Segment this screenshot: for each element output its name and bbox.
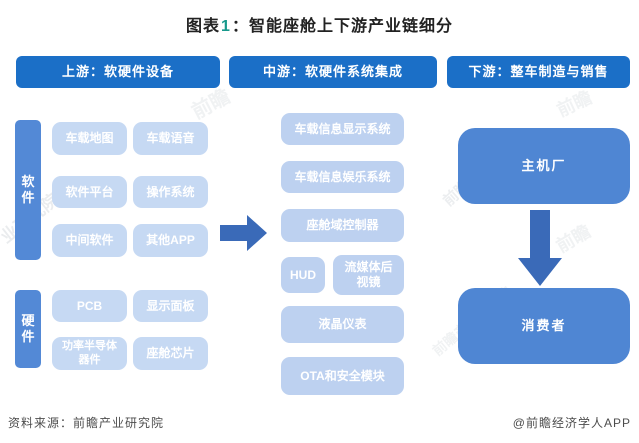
- node-midstream-item: 车载信息显示系统: [281, 113, 404, 145]
- node-software-item: 软件平台: [52, 176, 127, 208]
- credit-note: @前瞻经济学人APP: [512, 416, 631, 430]
- flow-arrow-right-icon: [220, 215, 267, 251]
- node-label: 车载地图: [65, 131, 114, 145]
- node-software-item: 车载地图: [52, 122, 127, 155]
- flow-arrow-down-icon: [518, 210, 562, 286]
- node-label: 液晶仪表: [318, 317, 367, 331]
- node-midstream-item: 流媒体后视镜: [333, 255, 404, 295]
- title-text: ：智能座舱上下游产业链细分: [231, 18, 453, 35]
- node-software-item: 车载语音: [133, 122, 208, 155]
- node-software-item: 操作系统: [133, 176, 208, 208]
- group-label-hardware: 硬件: [15, 290, 41, 368]
- node-label: 显示面板: [146, 298, 195, 313]
- node-label: OTA和安全模块: [300, 368, 385, 383]
- node-label: HUD: [290, 267, 316, 282]
- header-downstream-label: 下游：整车制造与销售: [468, 63, 609, 79]
- header-midstream: 中游：软硬件系统集成: [229, 56, 437, 88]
- node-hardware-item: PCB: [52, 290, 127, 322]
- node-hardware-item: 功率半导体器件: [52, 337, 127, 370]
- watermark: 前瞻: [553, 87, 595, 121]
- header-downstream: 下游：整车制造与销售: [447, 56, 630, 88]
- node-label: 车载信息显示系统: [294, 121, 391, 136]
- node-hardware-item: 座舱芯片: [133, 337, 208, 370]
- node-label: PCB: [76, 298, 103, 313]
- node-label: 软件平台: [65, 184, 114, 199]
- node-label: 流媒体后视镜: [344, 260, 393, 289]
- node-midstream-item: OTA和安全模块: [281, 357, 404, 395]
- node-label: 消费者: [521, 317, 567, 333]
- node-midstream-item: 车载信息娱乐系统: [281, 161, 404, 193]
- node-label: 其他APP: [146, 233, 195, 247]
- node-label: 车载语音: [146, 131, 195, 145]
- node-consumer: 消费者: [458, 288, 630, 364]
- node-label: 座舱芯片: [146, 346, 195, 360]
- hardware-label: 硬件: [21, 312, 35, 344]
- header-upstream: 上游：软硬件设备: [16, 56, 220, 88]
- page-title: 图表1：智能座舱上下游产业链细分: [0, 12, 639, 36]
- node-label: 主机厂: [521, 157, 567, 173]
- node-label: 中间软件: [65, 233, 114, 247]
- node-software-item: 其他APP: [133, 224, 208, 257]
- title-number: 1: [221, 18, 231, 35]
- node-label: 功率半导体器件: [62, 339, 117, 366]
- node-software-item: 中间软件: [52, 224, 127, 257]
- software-label: 软件: [21, 173, 35, 205]
- header-upstream-label: 上游：软硬件设备: [61, 63, 174, 79]
- title-prefix: 图表: [186, 18, 221, 35]
- node-midstream-item: HUD: [281, 257, 325, 293]
- node-label: 座舱域控制器: [306, 218, 379, 232]
- node-midstream-item: 液晶仪表: [281, 306, 404, 343]
- node-label: 车载信息娱乐系统: [294, 169, 391, 184]
- node-label: 操作系统: [146, 184, 195, 199]
- node-oem: 主机厂: [458, 128, 630, 204]
- node-hardware-item: 显示面板: [133, 290, 208, 322]
- source-note: 资料来源：前瞻产业研究院: [8, 416, 165, 430]
- node-midstream-item: 座舱域控制器: [281, 209, 404, 242]
- header-midstream-label: 中游：软硬件系统集成: [262, 63, 403, 79]
- group-label-software: 软件: [15, 120, 41, 260]
